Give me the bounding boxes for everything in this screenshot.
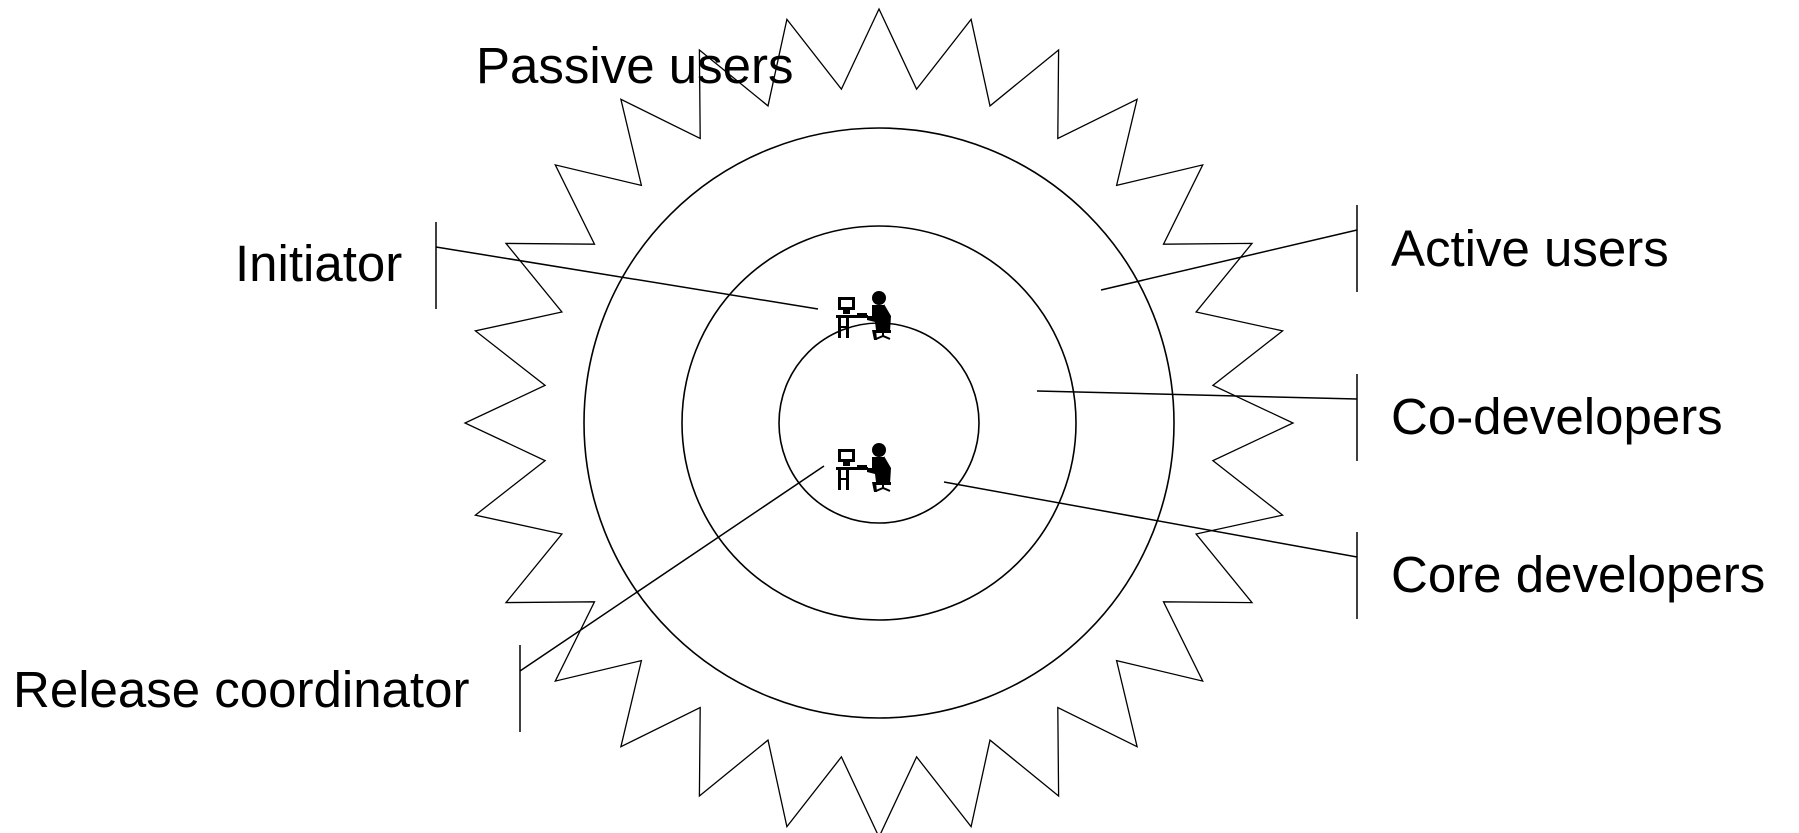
co-developers-ring: [681, 225, 1077, 621]
release-coordinator-leader: [519, 465, 825, 732]
co-developers-leader: [1036, 374, 1358, 461]
initiator-label: Initiator: [235, 235, 402, 292]
active-users-ring: [583, 127, 1175, 719]
initiator-leader: [435, 222, 819, 310]
core-developers-ring: [778, 322, 980, 524]
active-users-label: Active users: [1391, 220, 1669, 277]
release-coordinator-person-icon: [836, 443, 891, 492]
initiator-person-icon: [836, 291, 891, 340]
active-users-leader: [1100, 205, 1358, 292]
passive-users-label: Passive users: [476, 37, 793, 94]
core-developers-label: Core developers: [1391, 546, 1765, 603]
passive-users-boundary: [463, 7, 1295, 833]
release-coordinator-label: Release coordinator: [13, 661, 469, 718]
co-developers-label: Co-developers: [1391, 388, 1723, 445]
core-developers-leader: [943, 481, 1358, 619]
